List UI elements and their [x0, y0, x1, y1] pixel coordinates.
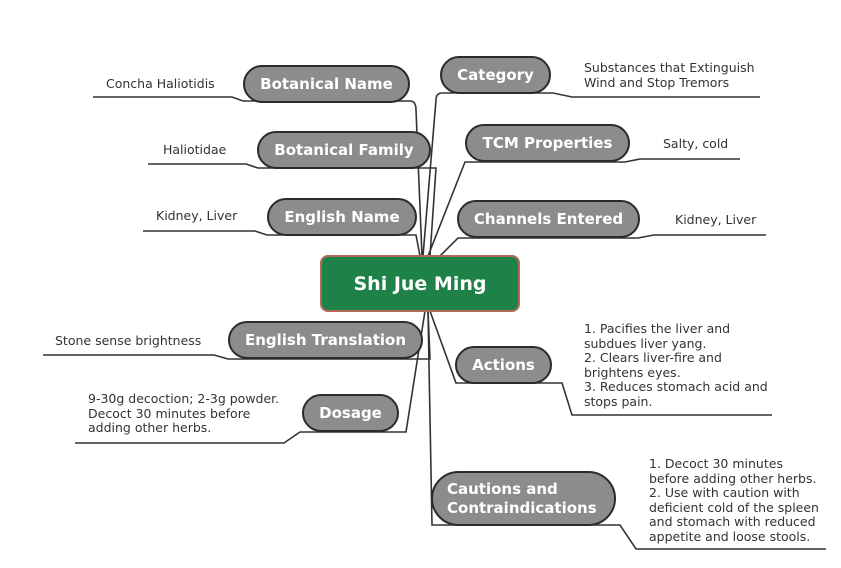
branch-category[interactable]: Category	[440, 56, 551, 94]
branch-botanical-family-label: Botanical Family	[274, 141, 414, 159]
branch-english-translation[interactable]: English Translation	[228, 321, 423, 359]
link-cautions	[427, 310, 826, 550]
link-actions	[429, 310, 772, 416]
central-topic[interactable]: Shi Jue Ming	[320, 255, 520, 312]
leaf-botanical-name-value: Concha Haliotidis	[106, 76, 215, 91]
branch-dosage-label: Dosage	[319, 404, 382, 422]
leaf-english-name-value: Kidney, Liver	[156, 208, 238, 223]
central-topic-label: Shi Jue Ming	[353, 272, 487, 295]
leaf-dosage-value: 9-30g decoction; 2-3g powder. Decoct 30 …	[88, 391, 280, 436]
branch-botanical-family[interactable]: Botanical Family	[257, 131, 431, 169]
branch-botanical-name[interactable]: Botanical Name	[243, 65, 410, 103]
leaf-cautions-value: 1. Decoct 30 minutes before adding other…	[649, 456, 819, 544]
leaf-botanical-family-value: Haliotidae	[163, 142, 227, 157]
leaf-tcm-properties-value: Salty, cold	[663, 136, 729, 151]
branch-cautions-label: Cautions and Contraindications	[447, 479, 597, 517]
link-english-name	[143, 230, 421, 257]
branch-english-name[interactable]: English Name	[267, 198, 417, 236]
branch-tcm-properties[interactable]: TCM Properties	[465, 124, 630, 162]
leaf-actions-value: 1. Pacifies the liver and subdues liver …	[584, 321, 768, 409]
link-botanical-family	[148, 163, 437, 257]
branch-dosage[interactable]: Dosage	[302, 394, 399, 432]
branch-channels-entered[interactable]: Channels Entered	[457, 200, 640, 238]
branch-english-translation-label: English Translation	[244, 331, 407, 349]
branch-channels-entered-label: Channels Entered	[473, 210, 624, 228]
branch-actions[interactable]: Actions	[455, 346, 552, 384]
branch-actions-label: Actions	[472, 356, 535, 374]
link-dosage	[75, 310, 426, 444]
leaf-english-translation-value: Stone sense brightness	[55, 333, 202, 348]
branch-category-label: Category	[457, 66, 534, 84]
branch-botanical-name-label: Botanical Name	[260, 75, 393, 93]
link-tcm-properties	[427, 158, 740, 257]
branch-cautions[interactable]: Cautions and Contraindications	[431, 471, 616, 526]
leaf-category-value: Substances that Extinguish Wind and Stop…	[584, 60, 755, 90]
branch-english-name-label: English Name	[284, 208, 400, 226]
link-channels-entered	[439, 234, 766, 257]
branch-tcm-properties-label: TCM Properties	[482, 134, 613, 152]
leaf-channels-entered-value: Kidney, Liver	[675, 212, 757, 227]
